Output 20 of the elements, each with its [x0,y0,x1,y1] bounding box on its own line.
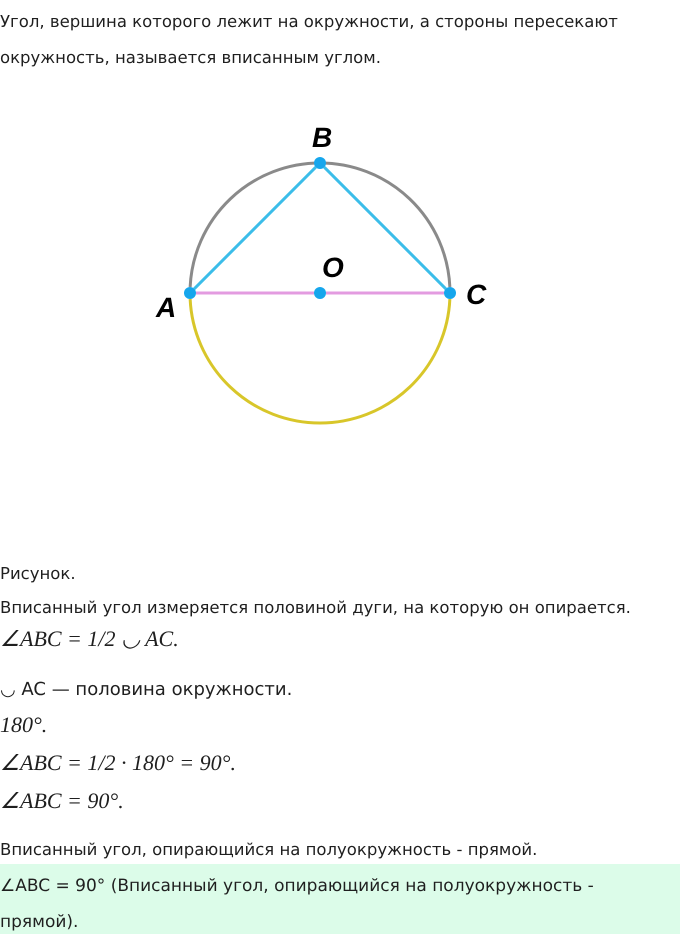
formula: ∠ABC = 90°. [0,787,124,815]
segment-line [193,166,317,290]
text-paragraph: Вписанный угол, опирающийся на полуокружность - прямой. [0,839,538,861]
answer-note: ∠ABC = 90° (Вписанный угол, опирающийся на полуокружность - прямой). [0,864,680,934]
circle-arc [188,162,452,288]
text-paragraph: Угол, вершина которого лежит на окружности, а стороны пересекают окружность, называется вписанным углом. [0,11,619,69]
point-label: O [322,254,344,282]
formula: ∠ABC = 1/2 · 180° = 90°. [0,749,236,777]
point-label: C [466,281,486,309]
formula: ∠ABC = 1/2 ◡ AC. [0,625,179,653]
segment-line [326,292,444,294]
point-label: A [156,294,176,322]
segment-line [196,292,314,294]
point-label: B [312,124,332,152]
text-paragraph: Рисунок. [0,563,76,585]
formula: 180°. [0,711,48,739]
formula: ◡ AC — половина окружности. [0,678,292,702]
segment-line [323,166,447,290]
circle-arc [188,298,452,424]
text-paragraph: Вписанный угол измеряется половиной дуги, на которую он опирается. [0,597,631,619]
